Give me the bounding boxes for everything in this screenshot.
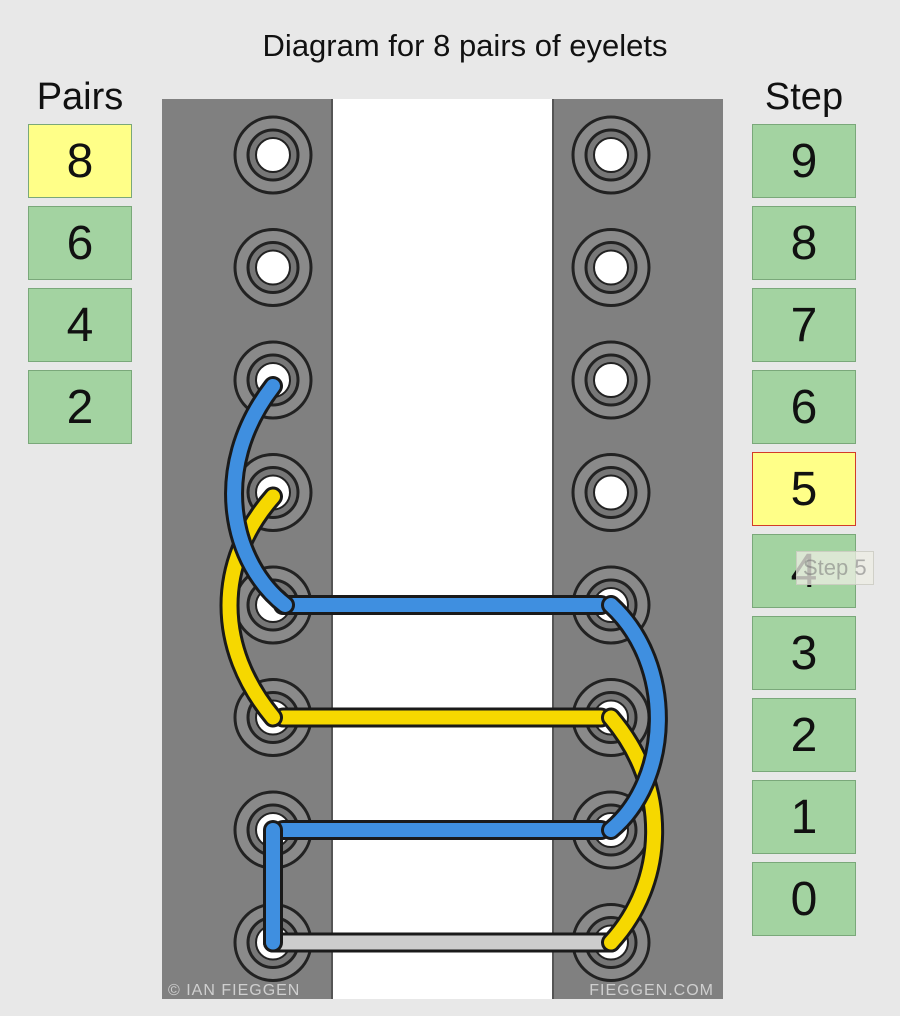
lace-left-blue-arc: [224, 376, 295, 615]
eyelet-right-2: [571, 228, 651, 307]
step-selector: 9876543210: [752, 124, 856, 936]
step-button-8[interactable]: 8: [752, 206, 856, 280]
step-button-2[interactable]: 2: [752, 698, 856, 772]
step-button-3[interactable]: 3: [752, 616, 856, 690]
step-button-1[interactable]: 1: [752, 780, 856, 854]
pairs-button-6[interactable]: 6: [28, 206, 132, 280]
lacing-diagram: © IAN FIEGGEN FIEGGEN.COM: [162, 99, 723, 999]
eyelet-right-4: [571, 453, 651, 532]
step-button-7[interactable]: 7: [752, 288, 856, 362]
lace-right-yellow-arc: [601, 707, 665, 953]
pairs-selector: 8 6 4 2: [28, 124, 132, 444]
eyelet-right-3: [571, 340, 651, 420]
credit-right: FIEGGEN.COM: [589, 982, 714, 999]
step-button-5[interactable]: 5: [752, 452, 856, 526]
pairs-label: Pairs: [36, 76, 124, 118]
lacing-gap: [332, 99, 553, 999]
step-button-9[interactable]: 9: [752, 124, 856, 198]
pairs-button-8[interactable]: 8: [28, 124, 132, 198]
eyelet-left-2: [233, 228, 313, 307]
step-label: Step: [764, 76, 844, 118]
credit-left: © IAN FIEGGEN: [168, 982, 300, 999]
diagram-title: Diagram for 8 pairs of eyelets: [262, 28, 668, 63]
lace-left-yellow-arc: [219, 486, 283, 728]
eyelet-left-1: [233, 115, 313, 195]
eyelet-right-1: [571, 115, 651, 195]
lace-right-blue-arc: [601, 595, 668, 840]
pairs-button-4[interactable]: 4: [28, 288, 132, 362]
right-shoe-panel: [553, 99, 723, 999]
step-button-0[interactable]: 0: [752, 862, 856, 936]
step-button-6[interactable]: 6: [752, 370, 856, 444]
pairs-button-2[interactable]: 2: [28, 370, 132, 444]
step-tooltip: Step 5: [796, 551, 874, 585]
